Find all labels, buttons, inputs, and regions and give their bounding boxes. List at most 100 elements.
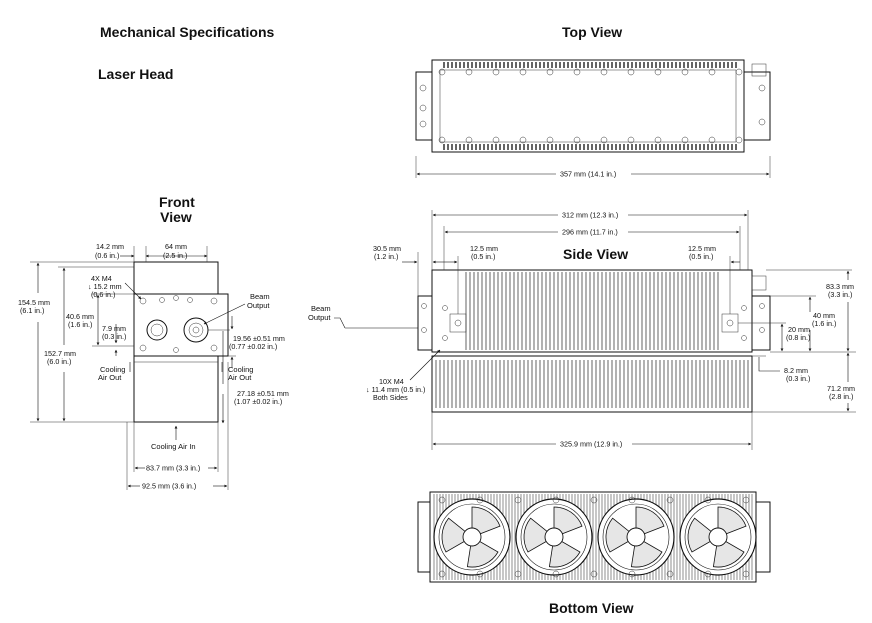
top-view-hole	[438, 68, 446, 76]
front-14in-label: (0.6 in.)	[95, 251, 119, 260]
side-beam-label: Beam	[311, 304, 331, 313]
side-12a-in-label: (0.5 in.)	[471, 252, 495, 261]
fan-blade	[687, 517, 719, 553]
bottom-view-hole	[742, 570, 750, 578]
bottom-view-hole	[742, 496, 750, 504]
bottom-view-hole	[514, 496, 522, 504]
front-7in-label: (0.3 in.)	[102, 332, 126, 341]
top-view-hole	[708, 68, 716, 76]
bottom-view-title: Bottom View	[549, 600, 634, 616]
fan-icon	[433, 498, 511, 576]
front-19in-label: (0.77 ±0.02 in.)	[229, 342, 277, 351]
side-output-label: Output	[308, 313, 331, 322]
front-cooling-left-1: Cooling	[100, 365, 125, 374]
fan-blade	[441, 517, 473, 553]
top-view-hole	[654, 136, 662, 144]
fan-blade	[523, 517, 555, 553]
top-view-hole	[465, 68, 473, 76]
front-40mm-label: 40.6 mm	[66, 312, 94, 321]
fan-inner-ring	[438, 503, 506, 571]
side-71in-label: (2.8 in.)	[829, 392, 853, 401]
top-view-hole	[708, 136, 716, 144]
side-8mm-label: 8.2 mm	[784, 366, 808, 375]
top-view-hole	[546, 136, 554, 144]
side-83mm-label: 83.3 mm	[826, 282, 854, 291]
fan-hub	[708, 527, 728, 547]
bottom-view-hole	[628, 496, 636, 504]
fan-icon	[597, 498, 675, 576]
bottom-view-hole	[666, 496, 674, 504]
top-view-hole	[600, 68, 608, 76]
side-8in-label: (0.3 in.)	[786, 374, 810, 383]
bottom-view-hole	[552, 496, 560, 504]
side-12a-mm-label: 12.5 mm	[470, 244, 498, 253]
front-152mm-label: 152.7 mm	[44, 349, 76, 358]
side-12b-in-label: (0.5 in.)	[689, 252, 713, 261]
top-view-hole	[627, 68, 635, 76]
top-view-hole	[627, 136, 635, 144]
front-83mm-label: 83.7 mm (3.3 in.)	[146, 464, 200, 473]
side-m4-label: 10X M4	[379, 377, 404, 386]
front-cooling-right-2: Air Out	[228, 373, 252, 382]
front-cooling-in: Cooling Air In	[151, 442, 196, 451]
side-30mm-label: 30.5 mm	[373, 244, 401, 253]
side-40mm-label: 40 mm	[813, 311, 835, 320]
front-64in-label: (2.5 in.)	[163, 251, 187, 260]
side-325-label: 325.9 mm (12.9 in.)	[560, 440, 622, 449]
bottom-view-hole	[704, 570, 712, 578]
fan-hub	[544, 527, 564, 547]
top-view-hole	[681, 68, 689, 76]
top-view-hole	[492, 136, 500, 144]
bottom-view-hole	[438, 496, 446, 504]
front-cooling-right-1: Cooling	[228, 365, 253, 374]
top-view-hole	[600, 136, 608, 144]
front-40in-label: (1.6 in.)	[68, 320, 92, 329]
front-19mm-label: 19.56 ±0.51 mm	[233, 334, 285, 343]
bottom-view-hole	[666, 570, 674, 578]
bottom-view-hole	[628, 570, 636, 578]
front-154mm-label: 154.5 mm	[18, 298, 50, 307]
top-view-hole	[492, 68, 500, 76]
fan-icon	[679, 498, 757, 576]
bottom-view-hole	[590, 570, 598, 578]
side-m4-depth-label: ↓ 11.4 mm (0.5 in.)	[366, 385, 425, 394]
bottom-view-hole	[704, 496, 712, 504]
front-cooling-left-2: Air Out	[98, 373, 122, 382]
top-view-hole	[438, 136, 446, 144]
front-view-drawing: 14.2 mm (0.6 in.) 64 mm (2.5 in.) 4X M4 …	[18, 242, 289, 491]
side-20mm-label: 20 mm	[788, 325, 810, 334]
front-152in-label: (6.0 in.)	[47, 357, 71, 366]
bottom-view-hole	[514, 570, 522, 578]
top-view-hole	[573, 68, 581, 76]
side-20in-label: (0.8 in.)	[786, 333, 810, 342]
bottom-view-hole	[438, 570, 446, 578]
fan-blade	[471, 506, 501, 538]
fan-inner-ring	[520, 503, 588, 571]
front-m4-in-label: (0.6 in.)	[91, 290, 115, 299]
bottom-view-hole	[590, 496, 598, 504]
front-27in-label: (1.07 ±0.02 in.)	[234, 397, 282, 406]
top-view-hole	[465, 136, 473, 144]
side-312-label: 312 mm (12.3 in.)	[562, 211, 618, 220]
bottom-view-drawing	[417, 491, 771, 583]
top-view-drawing: 357 mm (14.1 in.)	[415, 59, 771, 179]
top-view-hole	[735, 136, 743, 144]
side-m4-sides-label: Both Sides	[373, 393, 408, 402]
top-view-hole	[681, 136, 689, 144]
side-view-drawing: 312 mm (12.3 in.) 296 mm (11.7 in.) 30.5…	[308, 210, 856, 450]
front-7mm-label: 7.9 mm	[102, 324, 126, 333]
fan-blade	[605, 517, 637, 553]
side-12b-mm-label: 12.5 mm	[688, 244, 716, 253]
side-71mm-label: 71.2 mm	[827, 384, 855, 393]
fan-blade	[717, 506, 747, 538]
fan-icon	[515, 498, 593, 576]
side-83in-label: (3.3 in.)	[828, 290, 852, 299]
top-view-hole	[654, 68, 662, 76]
top-view-hole	[519, 68, 527, 76]
front-64mm-label: 64 mm	[165, 242, 187, 251]
top-width-label: 357 mm (14.1 in.)	[560, 170, 616, 179]
front-beam-label: Beam	[250, 292, 270, 301]
fan-blade	[635, 506, 665, 538]
